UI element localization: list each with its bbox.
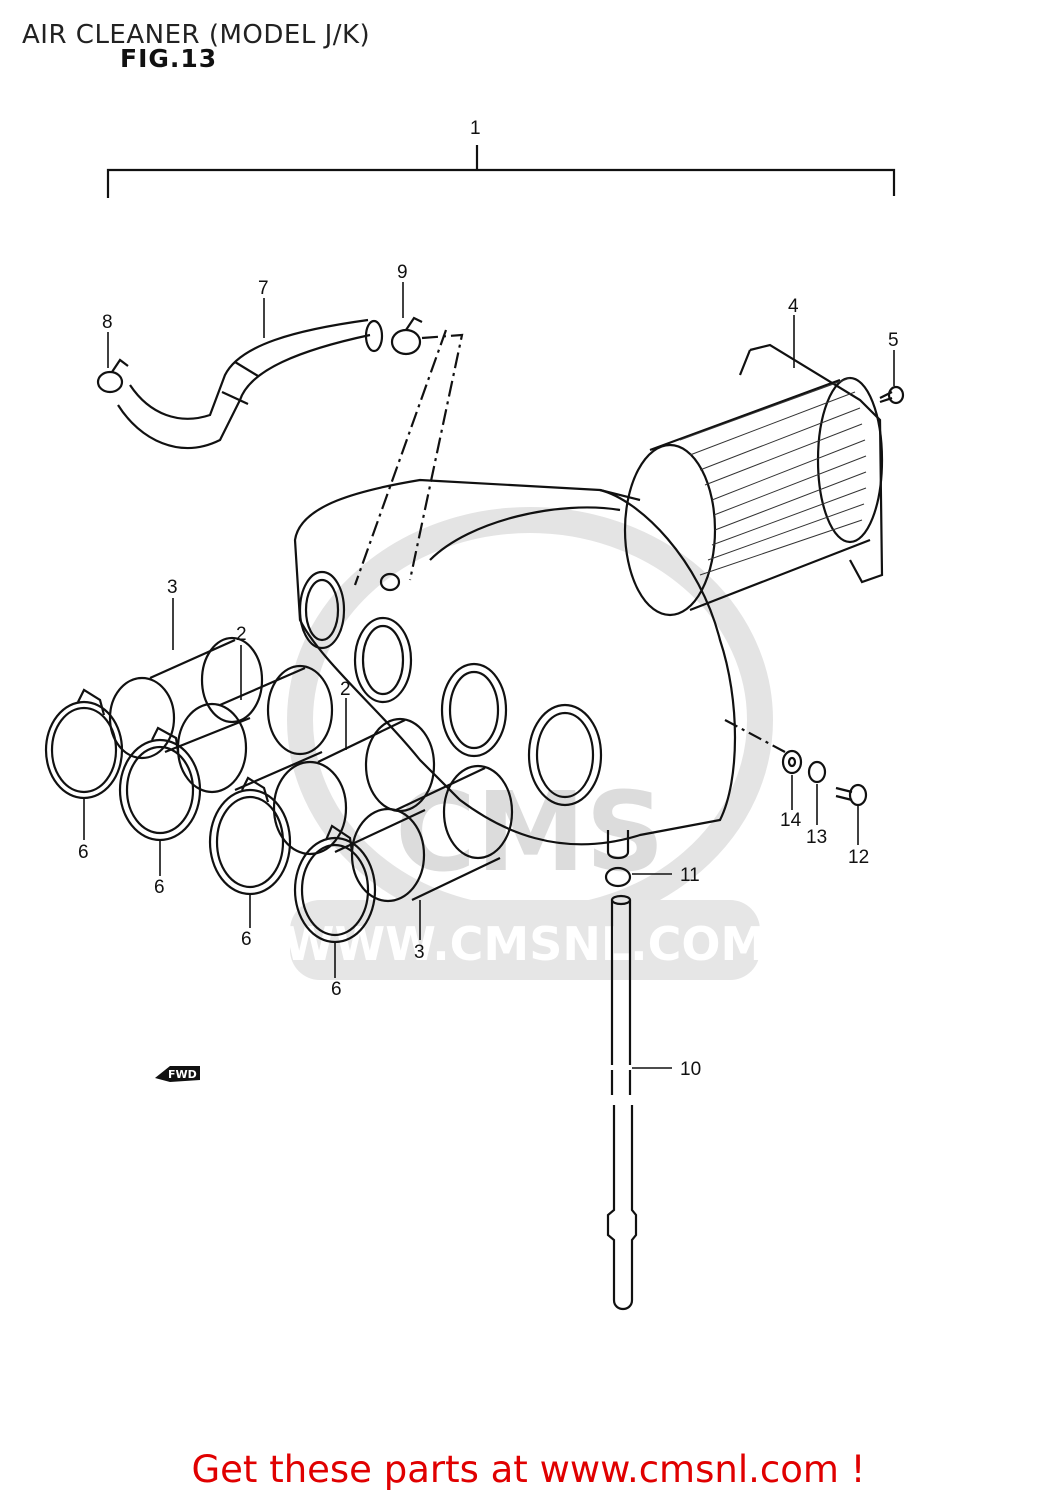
get-parts-link[interactable]: Get these parts at www.cmsnl.com ! <box>191 1448 866 1491</box>
hose-leader-line <box>408 333 464 581</box>
drain-tube <box>606 894 638 1311</box>
forward-direction-marker: FWD <box>155 1066 200 1082</box>
page-title: AIR CLEANER (MODEL J/K) <box>22 20 371 50</box>
intake-pipe-4 <box>350 764 514 903</box>
clamp-3 <box>208 776 292 896</box>
part-label-7: 7 <box>258 278 269 299</box>
screw-12 <box>835 783 868 807</box>
part-label-6a: 6 <box>78 842 89 863</box>
screw-5 <box>879 385 905 405</box>
part-label-2a: 2 <box>236 624 247 645</box>
watermark-brand: CMS <box>395 768 664 896</box>
part-label-8: 8 <box>102 312 113 333</box>
hose-clip-9 <box>390 316 423 356</box>
fwd-label: FWD <box>168 1068 197 1081</box>
clip-11 <box>604 866 632 888</box>
part-label-6b: 6 <box>154 877 165 898</box>
part-label-3b: 3 <box>414 942 425 963</box>
washer-14 <box>781 749 803 775</box>
hose-clip-8 <box>96 358 129 394</box>
part-label-10: 10 <box>680 1059 701 1080</box>
part-label-6c: 6 <box>241 929 252 950</box>
breather-hose <box>117 318 384 449</box>
part-label-1: 1 <box>470 118 481 139</box>
part-label-6d: 6 <box>331 979 342 1000</box>
watermark: CMS WWW.CMSNL.COM <box>284 507 773 980</box>
part-label-9: 9 <box>397 262 408 283</box>
part-label-2b: 2 <box>340 679 351 700</box>
part-label-4: 4 <box>788 296 799 317</box>
part-label-13: 13 <box>806 827 827 848</box>
part-label-5: 5 <box>888 330 899 351</box>
lock-washer-13 <box>807 760 827 784</box>
exploded-parts-diagram: CMS WWW.CMSNL.COM <box>44 118 905 1311</box>
part-label-12: 12 <box>848 847 869 868</box>
figure-label: FIG.13 <box>120 44 218 73</box>
filter-element <box>623 343 884 617</box>
air-cleaner-case <box>293 478 737 860</box>
intake-pipe-1 <box>108 636 264 760</box>
part-label-14: 14 <box>780 810 802 831</box>
part-label-3a: 3 <box>167 577 178 598</box>
part-number-labels: 1 2 2 3 3 4 5 6 6 6 6 7 8 9 10 11 12 13 … <box>78 118 899 1080</box>
fastener-leader-line <box>724 719 786 753</box>
label-leaders <box>83 282 895 1069</box>
clamp-2 <box>118 726 202 842</box>
assembly-bracket <box>106 145 896 198</box>
part-label-11: 11 <box>680 865 700 886</box>
